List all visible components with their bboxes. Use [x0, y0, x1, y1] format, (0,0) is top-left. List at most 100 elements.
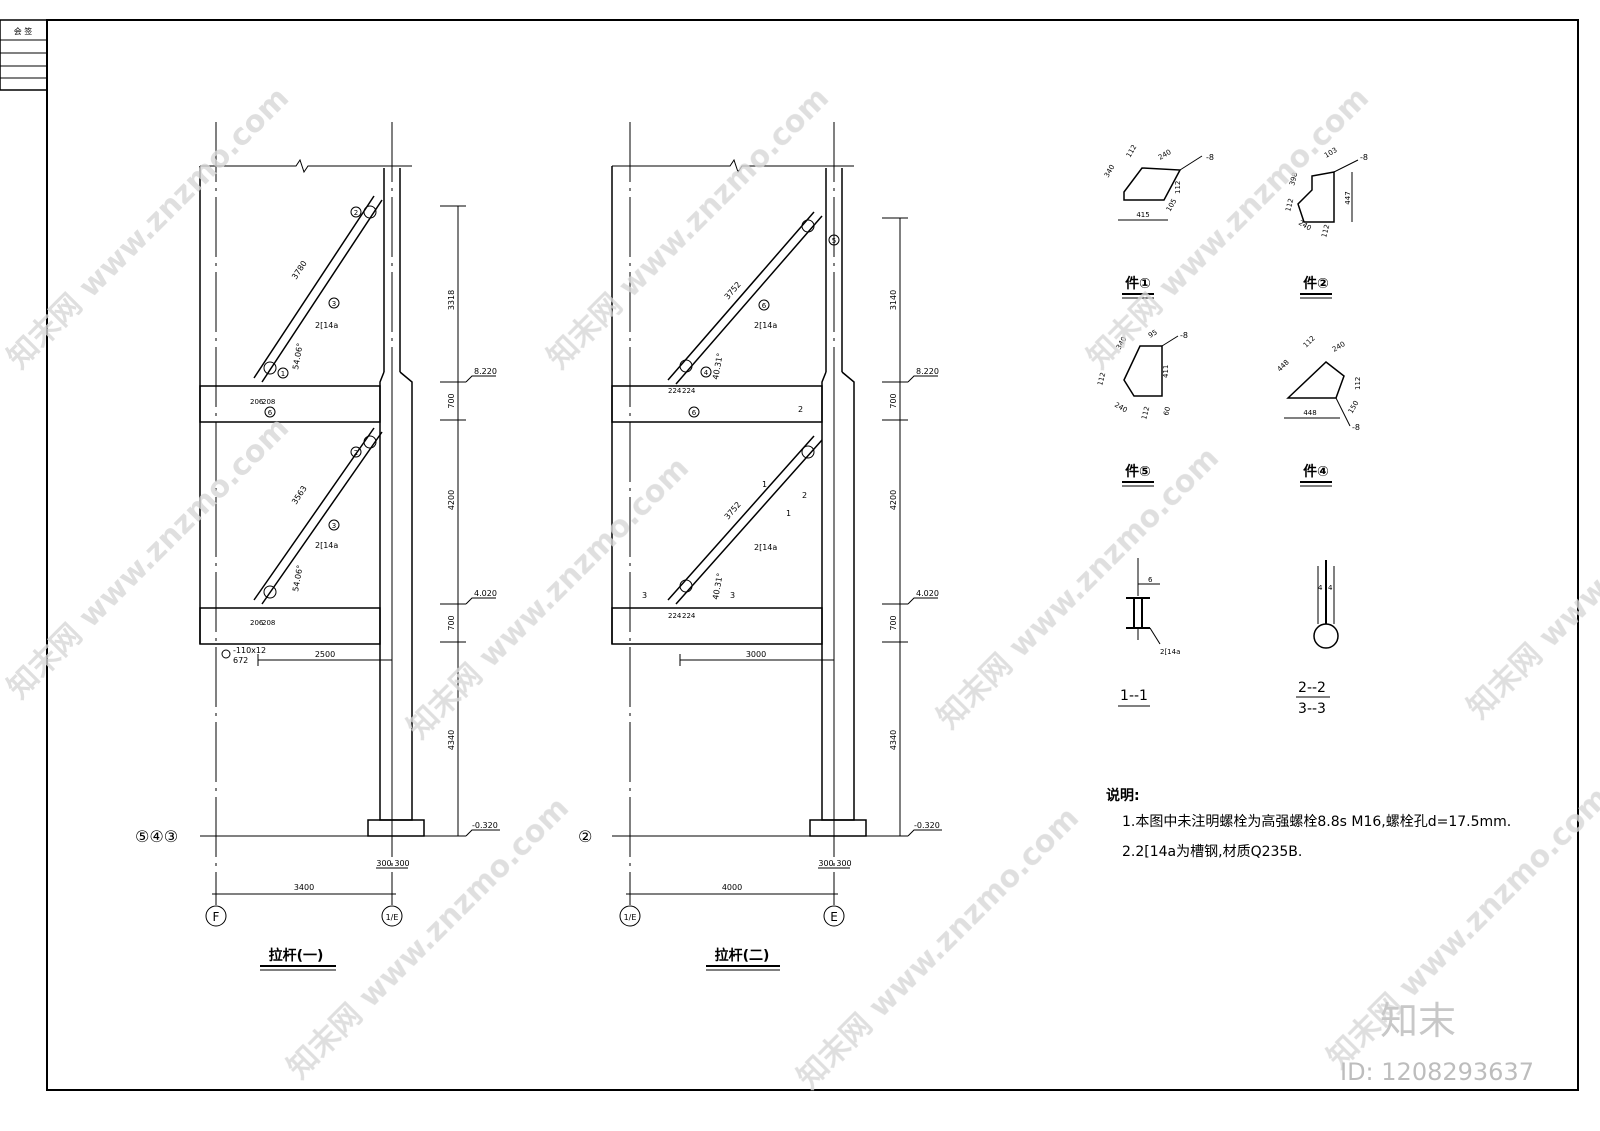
- small-dim: 206: [250, 398, 264, 406]
- drawing-frame: [46, 19, 1579, 1091]
- part-marker: 6: [268, 409, 273, 417]
- vertical-dim: 700: [889, 393, 898, 408]
- part-marker: 3: [332, 300, 336, 308]
- span-dim: 4000: [722, 883, 742, 892]
- section-mark: 3: [642, 591, 647, 600]
- channel-label: 2[14a: [754, 543, 777, 552]
- dim: 448: [1276, 358, 1291, 373]
- part-marker: 6: [762, 302, 767, 310]
- part-label: 件⑤: [1125, 463, 1151, 480]
- channel-label: 2[14a: [315, 321, 338, 330]
- small-dim: 224: [668, 387, 682, 395]
- brace-length-lower: 3752: [723, 500, 743, 521]
- part-detail-5: 95 340 411 112 240 112 60 -8 件⑤: [1096, 328, 1188, 487]
- level-label: 8.220: [916, 367, 939, 376]
- dim: 240: [1297, 219, 1313, 233]
- svg-text:知末网 www.znzmo.com: 知末网 www.znzmo.com: [1, 411, 296, 706]
- part-marker: 2: [354, 449, 358, 457]
- channel-label: 2[14a: [754, 321, 777, 330]
- watermark-logo: 知末: [1380, 999, 1456, 1043]
- note-line: 1.本图中未注明螺栓为高强螺栓8.8s M16,螺栓孔d=17.5mm.: [1122, 813, 1511, 830]
- dim: 112: [1096, 372, 1107, 387]
- dim: 240: [1113, 401, 1129, 415]
- dim: 112: [1140, 406, 1151, 421]
- grid-bubble: 1/E: [624, 913, 637, 922]
- dim: 447: [1344, 191, 1352, 204]
- angle-label: 40.31°: [711, 352, 725, 380]
- angle-label: 54.06°: [291, 564, 305, 592]
- dim: 411: [1162, 365, 1170, 378]
- angle-label: 54.06°: [291, 342, 305, 370]
- level-label: 4.020: [474, 589, 497, 598]
- watermark-id: ID: 1208293637: [1340, 1058, 1534, 1086]
- channel-note: 2[14a: [1160, 648, 1180, 656]
- small-dim: 224: [682, 387, 696, 395]
- col-width: 300: [836, 859, 851, 868]
- dim: 112: [1302, 334, 1317, 349]
- small-dim: 208: [262, 619, 275, 627]
- horizontal-dim: 3000: [746, 650, 766, 659]
- small-dim: 224: [668, 612, 682, 620]
- vertical-dim: 700: [889, 615, 898, 630]
- section-mark: 1: [762, 480, 767, 489]
- axis-label: ⑤④③: [135, 827, 178, 846]
- dim: 240: [1157, 148, 1173, 162]
- notes-heading: 说明:: [1106, 787, 1140, 804]
- grid-bubble: F: [213, 910, 220, 924]
- svg-text:知末网 www.znzmo.com: 知末网 www.znzmo.com: [1, 81, 296, 376]
- dim: 448: [1303, 409, 1316, 417]
- svg-text:知末网 www.znzmo.com: 知末网 www.znzmo.com: [281, 791, 576, 1086]
- horizontal-dim: 2500: [315, 650, 335, 659]
- thickness: -8: [1360, 153, 1368, 162]
- watermark: 知末网 www.znzmo.com 知末网 www.znzmo.com 知末网 …: [1, 81, 1600, 1096]
- col-width: 300: [394, 859, 409, 868]
- dim: 415: [1136, 211, 1149, 219]
- svg-text:知末网 www.znzmo.com: 知末网 www.znzmo.com: [401, 451, 696, 746]
- level-label: -0.320: [472, 821, 498, 830]
- vertical-dim: 700: [447, 393, 456, 408]
- part-detail-2: 447 103 398 240 112 112 -8 件②: [1284, 146, 1368, 299]
- section-mark: 1: [786, 509, 791, 518]
- vertical-dim: 3318: [447, 290, 456, 310]
- thickness: -8: [1352, 423, 1360, 432]
- notes: 说明: 1.本图中未注明螺栓为高强螺栓8.8s M16,螺栓孔d=17.5mm.…: [1106, 787, 1511, 860]
- elevation-2: 4 5 6 6 3752 3752 2[14a 2[14a 40.31° 40.…: [578, 122, 942, 971]
- dim: 4: [1328, 584, 1333, 592]
- thickness: -8: [1206, 153, 1214, 162]
- dim: 112: [1125, 143, 1139, 159]
- section-mark: 2: [798, 405, 803, 414]
- vertical-dim: 4340: [447, 730, 456, 750]
- small-dim: 224: [682, 612, 696, 620]
- angle-label: 40.31°: [711, 572, 725, 600]
- title-block-text: 会 签: [14, 26, 33, 36]
- vertical-dim: 4200: [447, 490, 456, 510]
- dim: 112: [1320, 224, 1331, 239]
- thickness: -8: [1180, 331, 1188, 340]
- part-detail-4: 448 448 112 240 112 150 -8 件④: [1276, 334, 1362, 487]
- span-dim: 3400: [294, 883, 314, 892]
- svg-text:知末网 www.znzmo.com: 知末网 www.znzmo.com: [541, 81, 836, 376]
- part-marker: 2: [354, 209, 358, 217]
- vertical-dim: 4340: [889, 730, 898, 750]
- title-block: [0, 19, 48, 91]
- dim: 112: [1354, 377, 1362, 390]
- vertical-dim: 4200: [889, 490, 898, 510]
- col-width: 300: [818, 859, 833, 868]
- dim: 105: [1165, 197, 1179, 213]
- vertical-dim: 3140: [889, 290, 898, 310]
- svg-text:知末网 www.znzmo.com: 知末网 www.znzmo.com: [931, 441, 1226, 736]
- axis-label: ②: [578, 827, 592, 846]
- elevation-title: 拉杆(二): [715, 947, 770, 964]
- part-label: 件②: [1303, 275, 1329, 292]
- dim: 60: [1162, 406, 1172, 417]
- part-marker: 5: [832, 237, 836, 245]
- svg-text:知末网 www.znzmo.com: 知末网 www.znzmo.com: [1081, 81, 1376, 376]
- level-label: -0.320: [914, 821, 940, 830]
- dim: 4: [1318, 584, 1323, 592]
- dim: 340: [1103, 163, 1117, 179]
- section-label: 2--2: [1298, 680, 1326, 696]
- elevation-title: 拉杆(一): [269, 947, 324, 964]
- part-label: 件④: [1303, 463, 1329, 480]
- part-label: 件①: [1125, 275, 1151, 292]
- channel-label: 2[14a: [315, 541, 338, 550]
